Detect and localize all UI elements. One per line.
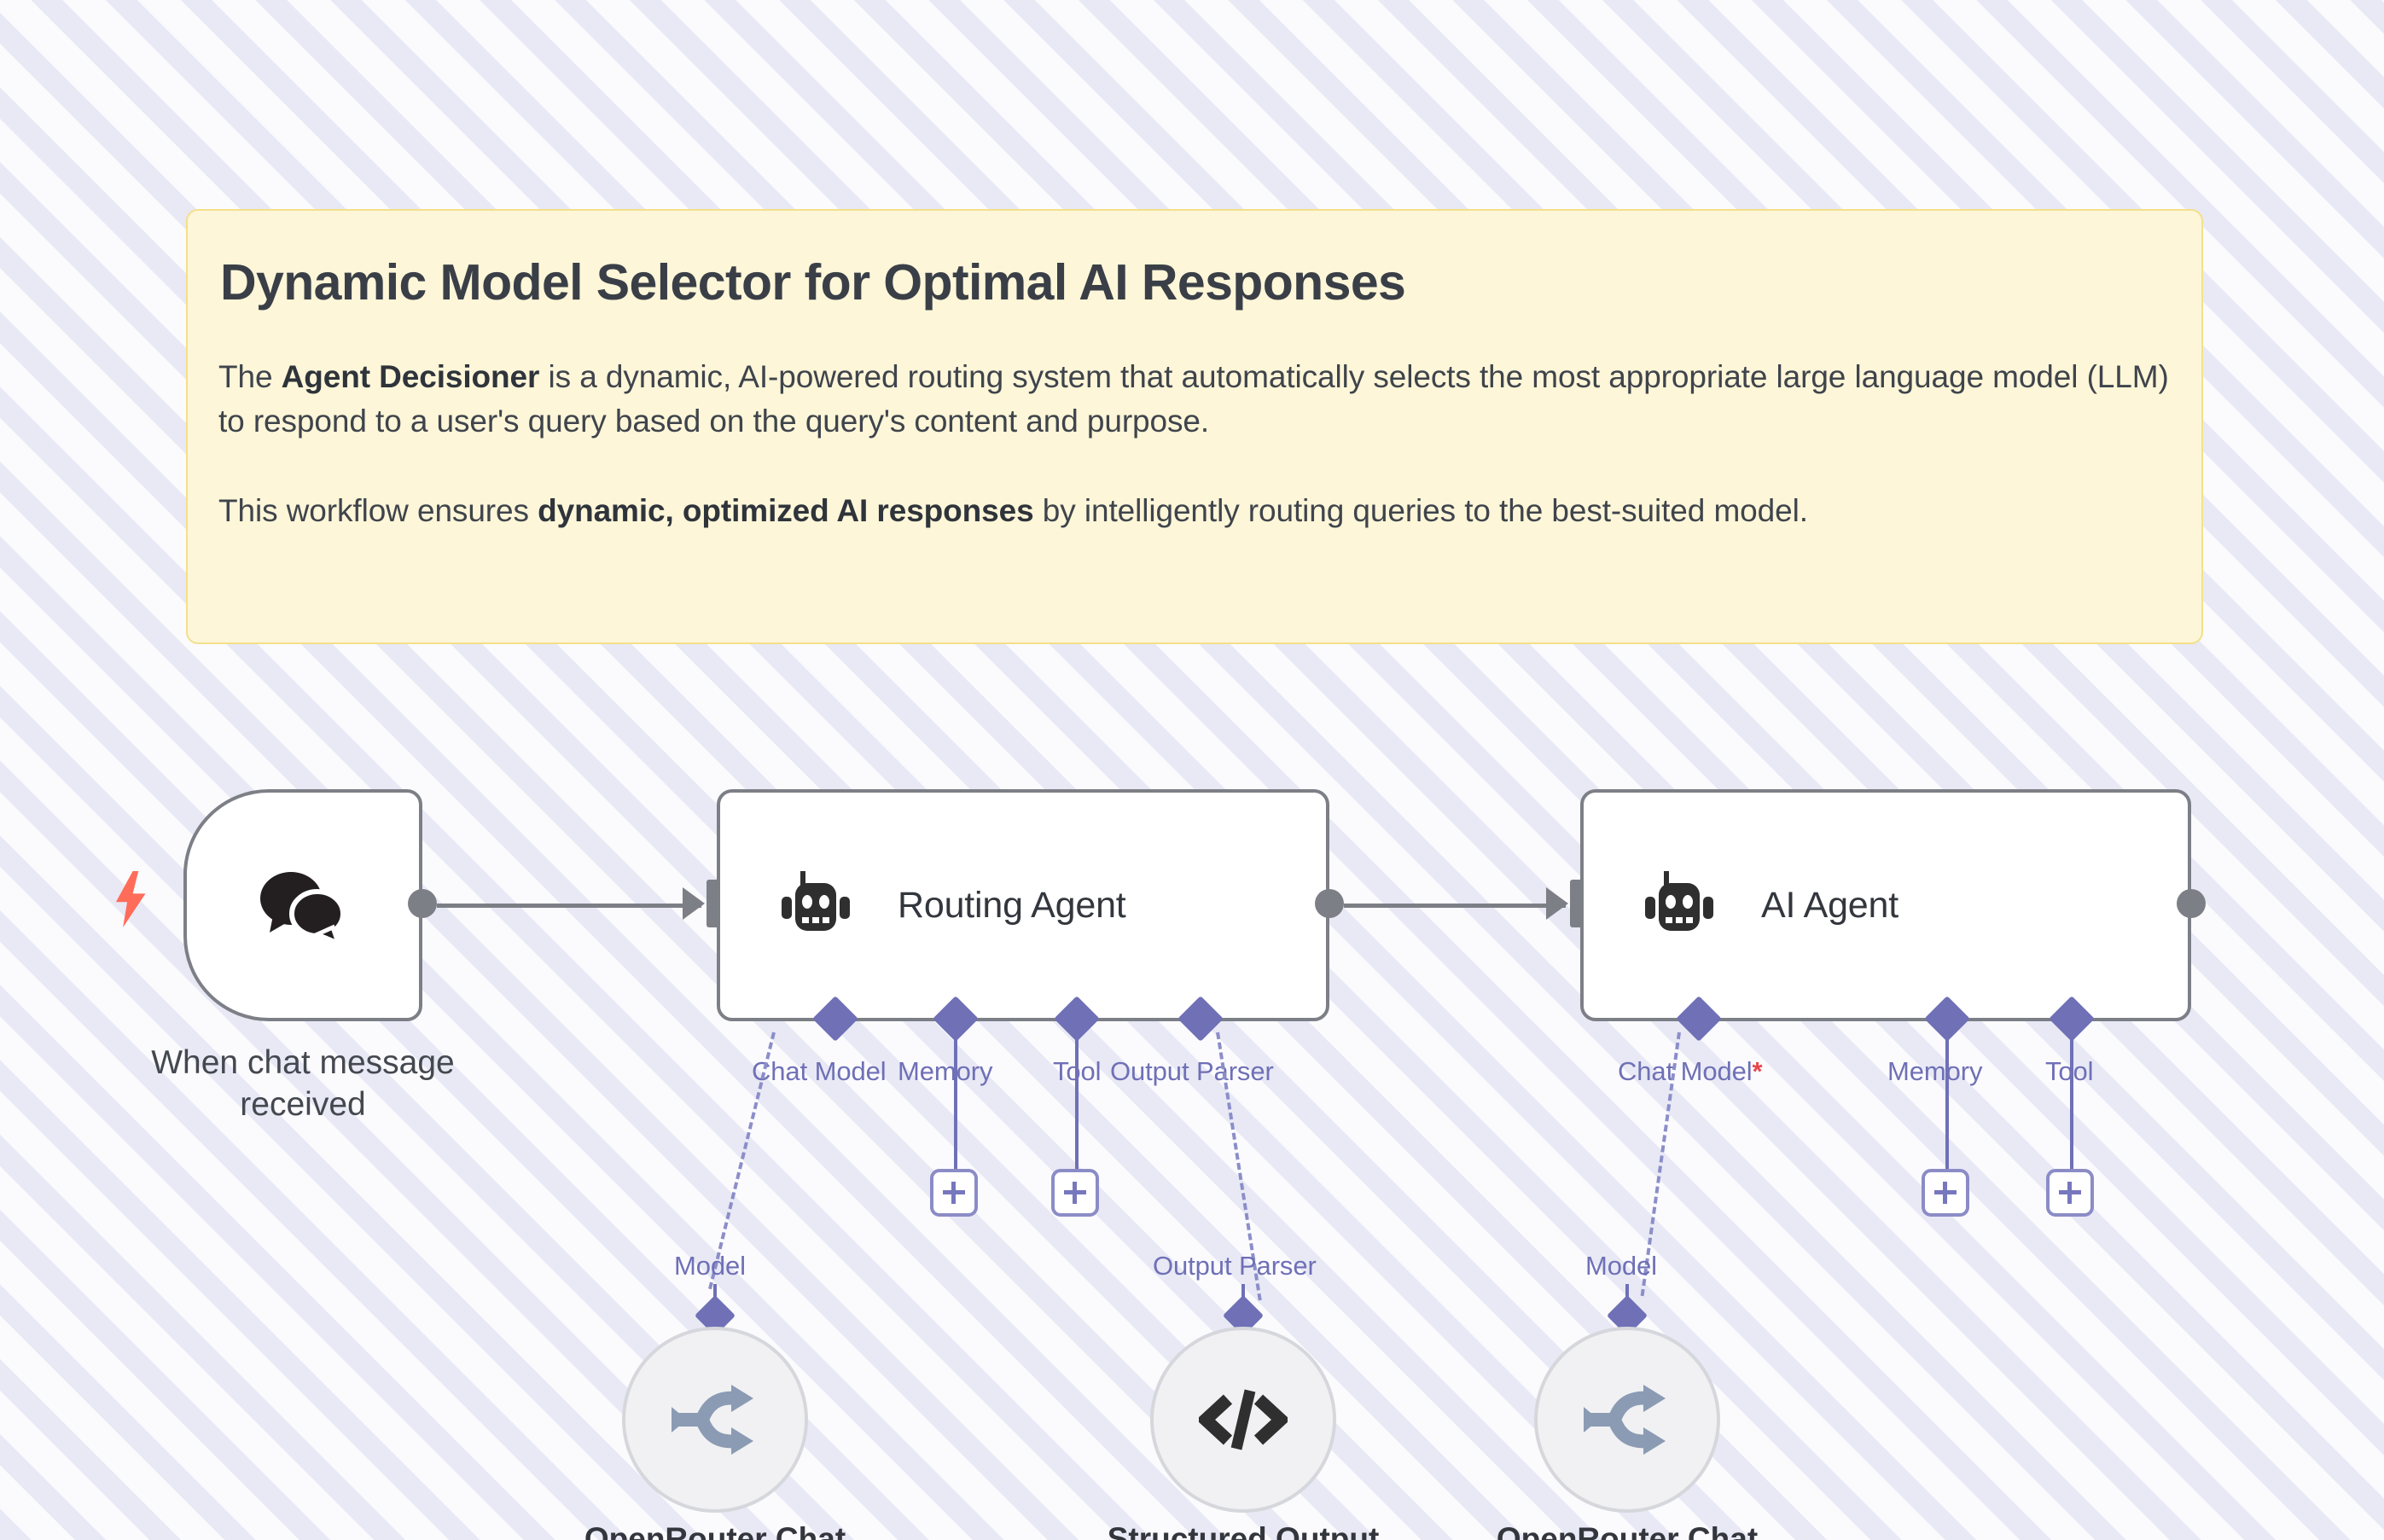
node-routing-agent[interactable]: Routing Agent [717, 789, 1329, 1021]
subnode-caption-openrouter-chat-1: OpenRouter Chat [584, 1521, 846, 1540]
routing-port-label-output-parser: Output Parser [1110, 1056, 1274, 1086]
subnode-caption-openrouter-chat-2: OpenRouter Chat [1496, 1521, 1759, 1540]
trigger-output-port[interactable] [408, 889, 437, 918]
sticky-note-title: Dynamic Model Selector for Optimal AI Re… [220, 254, 1406, 311]
ai-agent-input-arrow [1546, 887, 1568, 920]
connector-ai-agent-memory [1945, 1034, 1949, 1172]
robot-icon [1645, 871, 1713, 931]
connector-routing-tool [1075, 1034, 1079, 1172]
routing-agent-output-port[interactable] [1315, 889, 1344, 918]
code-brackets-icon [1199, 1389, 1288, 1450]
paragraph-2-post: by intelligently routing queries to the … [1033, 492, 1808, 528]
paragraph-1-bold: Agent Decisioner [281, 358, 540, 394]
ai-agent-output-port[interactable] [2177, 889, 2206, 918]
node-routing-agent-title: Routing Agent [898, 884, 1126, 926]
subnode-port-label-model-2: Model [1585, 1251, 1657, 1281]
node-ai-agent-title: AI Agent [1761, 884, 1898, 926]
paragraph-2-bold: dynamic, optimized AI responses [538, 492, 1034, 528]
routing-port-label-chat-model: Chat Model [752, 1056, 887, 1086]
subnode-structured-output[interactable] [1150, 1327, 1336, 1513]
add-tool-button-ai-agent[interactable] [2046, 1169, 2094, 1217]
add-memory-button-ai-agent[interactable] [1922, 1169, 1969, 1217]
node-ai-agent[interactable]: AI Agent [1580, 789, 2191, 1021]
node-trigger-caption: When chat message received [151, 1044, 455, 1123]
sticky-note-paragraph-2: This workflow ensures dynamic, optimized… [218, 489, 2171, 534]
openrouter-icon [1584, 1385, 1666, 1455]
robot-icon [782, 871, 850, 931]
subnode-port-label-model-1: Model [674, 1251, 746, 1281]
chat-bubbles-icon [260, 872, 346, 944]
subnode-caption-structured-output: Structured Output [1107, 1521, 1380, 1540]
routing-agent-input-arrow [683, 887, 705, 920]
connector-ai-agent-tool [2070, 1034, 2073, 1172]
subnode-port-label-output-parser: Output Parser [1153, 1251, 1317, 1281]
paragraph-2-pre: This workflow ensures [218, 492, 538, 528]
required-marker: * [1752, 1056, 1763, 1086]
paragraph-1-post: is a dynamic, AI-powered routing system … [218, 358, 2169, 439]
subnode-openrouter-chat-2[interactable] [1534, 1327, 1720, 1513]
add-memory-button-routing[interactable] [930, 1169, 978, 1217]
routing-port-label-memory: Memory [898, 1056, 993, 1086]
add-tool-button-routing[interactable] [1051, 1169, 1099, 1217]
subnode-openrouter-chat-1[interactable] [622, 1327, 808, 1513]
edge-trigger-to-routing [437, 904, 701, 908]
lightning-bolt-icon [115, 871, 146, 927]
openrouter-icon [672, 1385, 753, 1455]
sticky-note[interactable]: Dynamic Model Selector for Optimal AI Re… [186, 209, 2203, 644]
ai-agent-port-label-tool: Tool [2045, 1056, 2094, 1087]
ai-agent-port-label-chat-model: Chat Model* [1618, 1056, 1763, 1086]
edge-routing-to-aiagent [1344, 904, 1566, 908]
node-when-chat-message-received[interactable] [183, 789, 422, 1021]
ai-agent-port-label-memory: Memory [1887, 1056, 1983, 1086]
paragraph-1-pre: The [218, 358, 282, 394]
sticky-note-paragraph-1: The Agent Decisioner is a dynamic, AI-po… [218, 355, 2171, 445]
connector-routing-memory [954, 1034, 957, 1172]
